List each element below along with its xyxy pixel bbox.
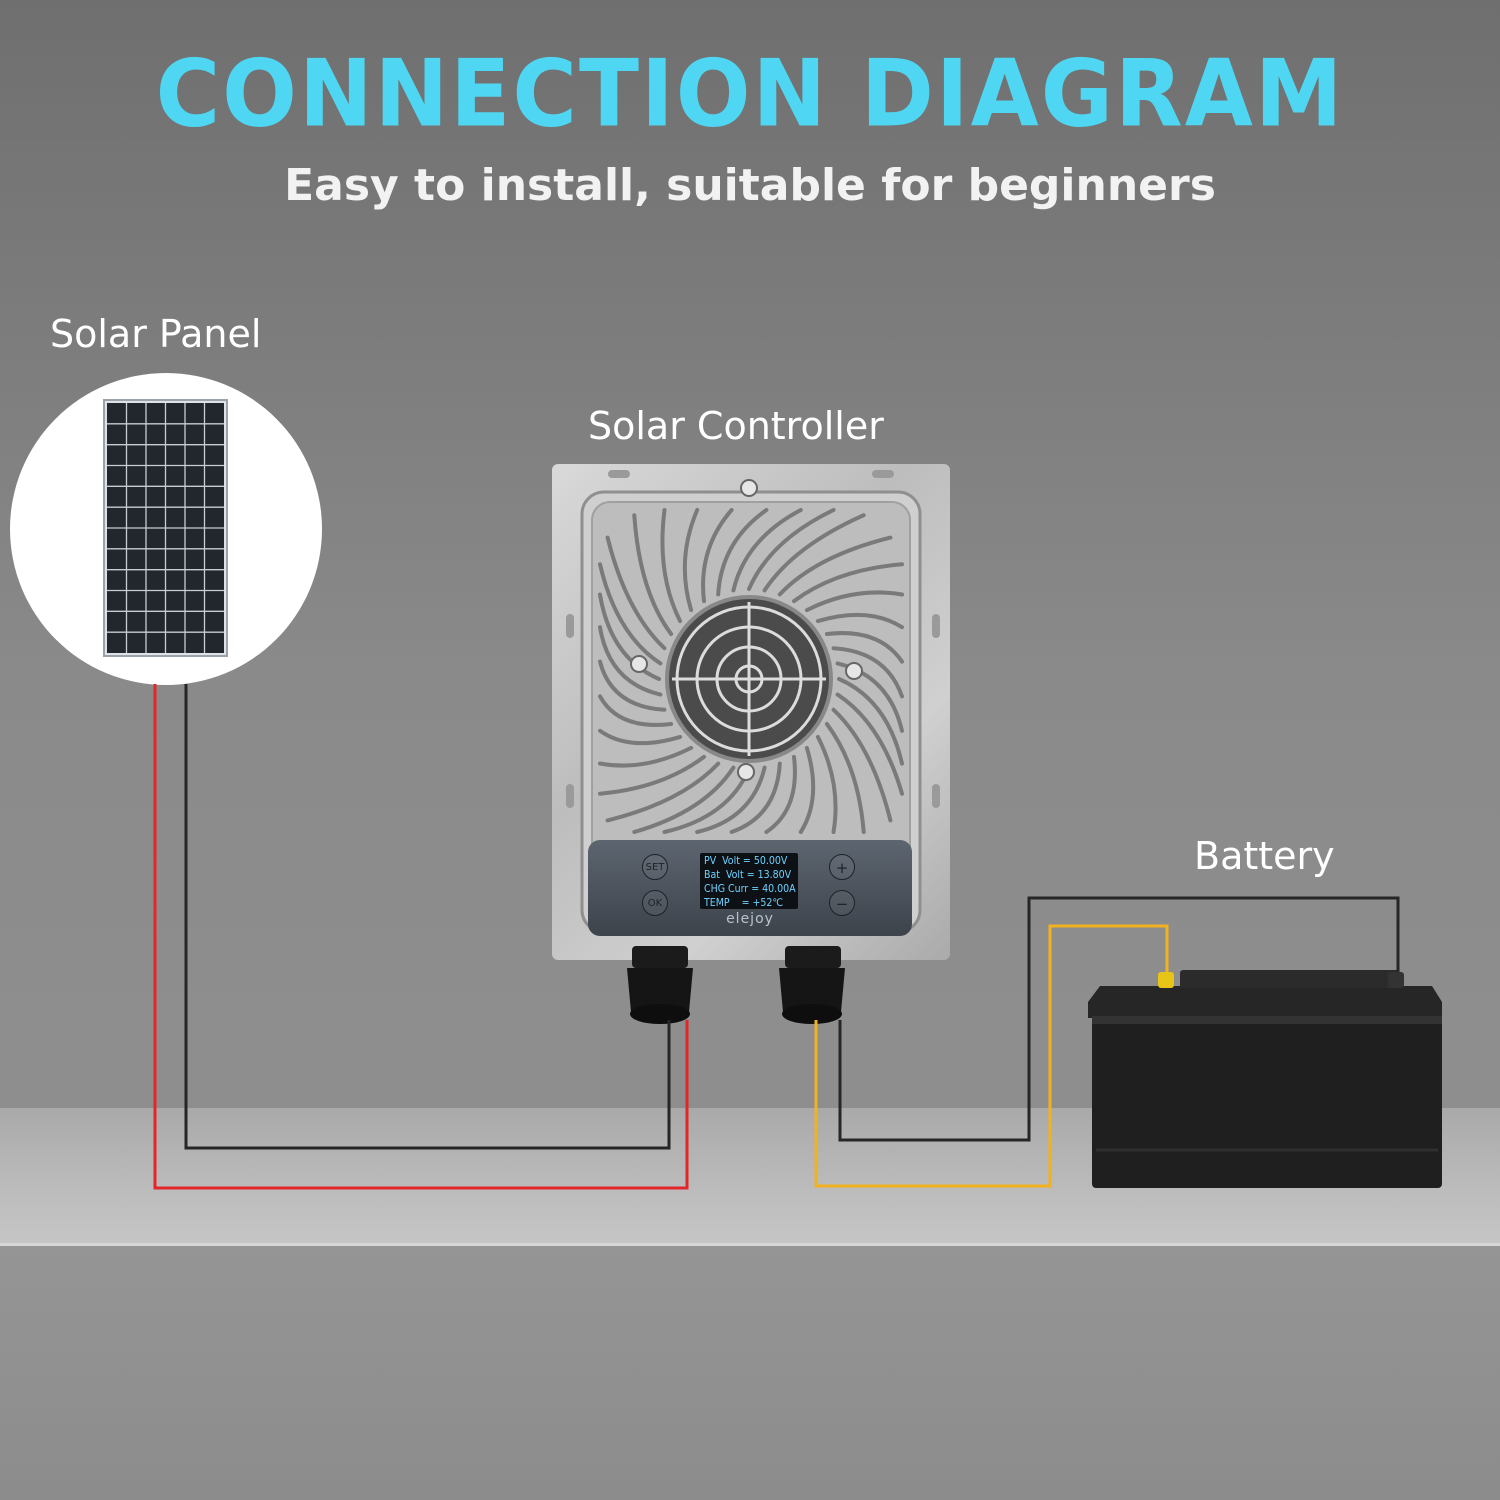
- page-subtitle: Easy to install, suitable for beginners: [284, 160, 1216, 211]
- plus-button[interactable]: +: [829, 854, 855, 880]
- solar-panel-image: [10, 373, 322, 685]
- controller-display-panel: SET OK + − PV Volt = 50.00V Bat Volt = 13…: [588, 840, 912, 936]
- shelf-front-surface: [0, 1246, 1500, 1500]
- battery-label: Battery: [1194, 834, 1335, 878]
- lcd-line-chg: CHG Curr = 40.00A: [704, 883, 796, 895]
- cable-gland-left-icon: [627, 946, 693, 1024]
- minus-button[interactable]: −: [829, 890, 855, 916]
- lcd-line-pv: PV Volt = 50.00V: [704, 855, 788, 867]
- cable-gland-right-icon: [779, 946, 845, 1024]
- battery-icon: [1088, 970, 1442, 1188]
- solar-panel-icon: [103, 399, 228, 657]
- ok-button[interactable]: OK: [642, 890, 668, 916]
- page-title: CONNECTION DIAGRAM: [155, 39, 1345, 148]
- lcd-line-bat: Bat Volt = 13.80V: [704, 869, 792, 881]
- solar-panel-label: Solar Panel: [50, 312, 262, 356]
- solar-controller-label: Solar Controller: [588, 404, 884, 448]
- shelf-edge: [0, 1243, 1500, 1247]
- set-button[interactable]: SET: [642, 854, 668, 880]
- lcd-screen: PV Volt = 50.00V Bat Volt = 13.80V CHG Cur…: [700, 853, 798, 909]
- heatsink-fan-icon: [566, 470, 940, 934]
- lcd-line-temp: TEMP = +52℃: [704, 897, 784, 909]
- brand-logo: elejoy: [726, 911, 774, 927]
